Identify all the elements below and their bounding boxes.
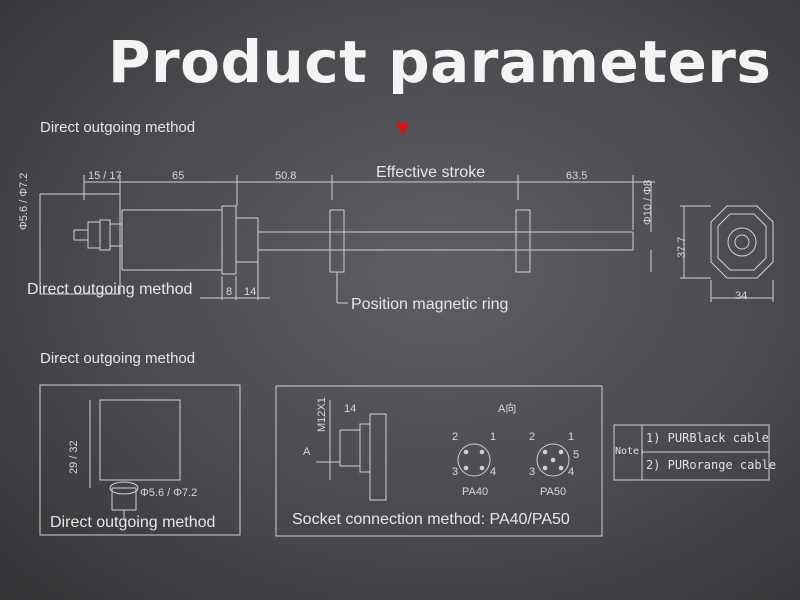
dim-63-5: 63.5 <box>566 170 588 182</box>
effective-stroke-label: Effective stroke <box>376 164 486 181</box>
dim-8: 8 <box>226 286 233 298</box>
pa50-pin <box>558 465 564 471</box>
pa40-pin <box>463 465 469 471</box>
pa40-pin <box>463 449 469 455</box>
view-direction-label: A向 <box>498 403 517 415</box>
page-title: Product parameters <box>108 28 772 96</box>
pa50-pin-label-3: 3 <box>529 466 536 478</box>
pa40-pin <box>479 465 485 471</box>
dim-34: 34 <box>735 290 748 302</box>
pa50-pin-label-4: 4 <box>568 466 575 478</box>
note-item-1: 1) PURBlack cable <box>646 431 769 445</box>
red-triangle-marker <box>396 123 410 135</box>
socket-thread-label: M12X1 <box>316 397 328 432</box>
note-header: Note: <box>615 446 646 457</box>
pa50-pin-label-2: 2 <box>529 431 536 443</box>
dim-37-7: 37.7 <box>676 236 688 258</box>
bottom-left-caption: Direct outgoing method <box>50 514 216 531</box>
socket-caption: Socket connection method: PA40/PA50 <box>292 511 570 528</box>
pa50-pin-label-1: 1 <box>568 431 575 443</box>
pa40-pin-label-1: 1 <box>490 431 497 443</box>
pa50-pin <box>542 449 548 455</box>
pa50-name: PA50 <box>540 486 567 498</box>
dim-50-8: 50.8 <box>275 170 297 182</box>
pa40-pin-label-2: 2 <box>452 431 459 443</box>
pa50-pin <box>542 465 548 471</box>
pa50-pin-label-5: 5 <box>573 449 580 461</box>
pa40-pin-label-4: 4 <box>490 466 497 478</box>
socket-dim-14: 14 <box>344 403 357 415</box>
top-section-label: Direct outgoing method <box>40 119 196 136</box>
dim-29-32: 29 / 32 <box>68 440 80 474</box>
pa40-pin <box>479 449 485 455</box>
magnetic-ring-label: Position magnetic ring <box>351 296 509 313</box>
dim-65: 65 <box>172 170 185 182</box>
bottom-section-label: Direct outgoing method <box>40 350 196 367</box>
dim-phi10-8: Φ10 / Φ8 <box>642 179 654 225</box>
dim-15-17: 15 / 17 <box>88 170 122 182</box>
pa50-pin <box>558 449 564 455</box>
view-arrow-label: A <box>303 446 311 458</box>
pa40-pin-label-3: 3 <box>452 466 459 478</box>
dim-14: 14 <box>244 286 257 298</box>
pa40-name: PA40 <box>462 486 489 498</box>
dim-bottom-phi56-72: Φ5.6 / Φ7.2 <box>140 487 198 499</box>
note-item-2: 2) PURorange cable <box>646 458 777 472</box>
dim-phi56-72: Φ5.6 / Φ7.2 <box>18 172 30 230</box>
pa50-pin <box>550 457 556 463</box>
